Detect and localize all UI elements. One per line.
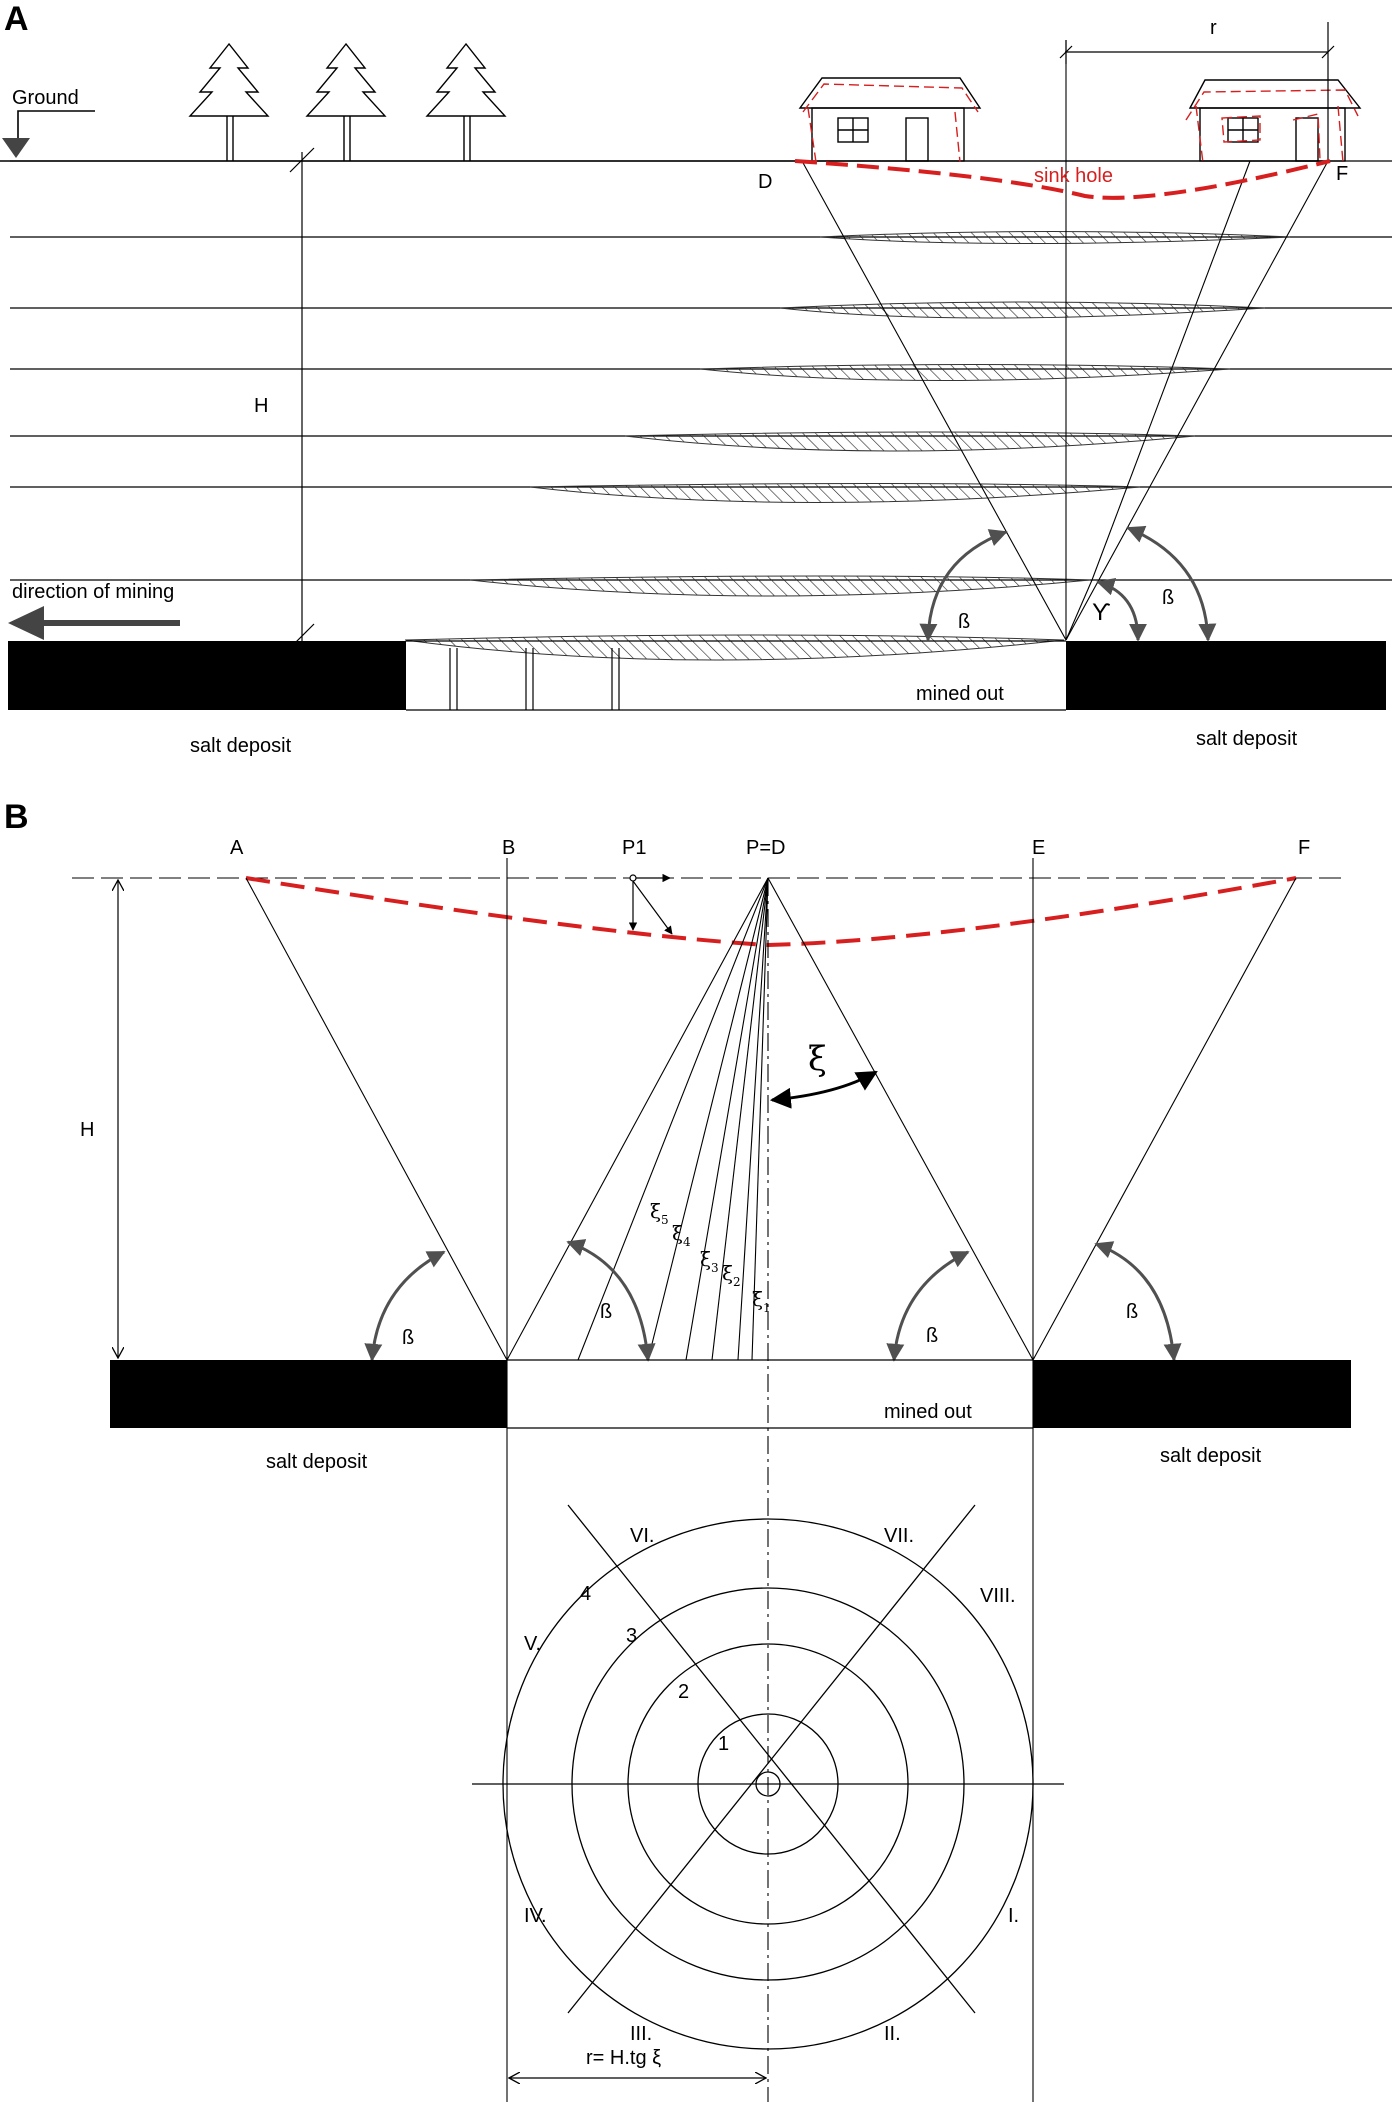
beta-label-b1: ß [402,1327,414,1349]
svg-text:ξ2: ξ2 [722,1261,741,1289]
gamma-label: ϒ [1092,599,1111,626]
tree-icon [305,42,387,161]
sector-label-iii: III. [630,2023,652,2045]
point-pd-label: P=D [746,837,785,859]
ground-marker-icon [2,110,95,158]
point-e-label: E [1032,837,1045,859]
h-label: H [254,395,268,417]
sinkhole-curve [794,159,1331,200]
house-right-icon [1185,79,1362,164]
beta-label-b3: ß [926,1325,938,1347]
beta-arc-left [919,529,1008,642]
beta-label-left: ß [958,611,970,633]
beta-arc-right [1126,525,1217,642]
sector-label-viii: VIII. [980,1585,1016,1607]
subsidence-lenses [404,231,1291,661]
beta-label-b4: ß [1126,1301,1138,1323]
tree-icon [188,42,270,161]
construction-lines-b [245,858,1297,2102]
svg-text:ξ5: ξ5 [650,1199,669,1227]
ring-label-1: 1 [718,1733,729,1755]
subsidence-curve [245,876,1297,948]
svg-text:ξ1: ξ1 [752,1287,771,1315]
mined-out-label-b: mined out [884,1401,972,1423]
point-a-label: A [230,837,244,859]
sector-label-iv: IV. [524,1905,547,1927]
point-f-label-b: F [1298,837,1310,859]
salt-deposit-left-label-b: salt deposit [266,1451,368,1473]
plan-view-circles [472,1504,1064,2050]
sector-label-ii: II. [884,2023,901,2045]
sector-label-vii: VII. [884,1525,914,1547]
salt-deposit-left-b [110,1360,507,1428]
tree-icon [425,42,507,161]
xi-label: ξ [808,1039,827,1079]
r-label: r [1210,17,1217,39]
mined-out-label: mined out [916,683,1004,705]
direction-arrow-icon [8,606,180,640]
r-dimension [1059,22,1335,161]
beta-arc-b1 [364,1250,446,1362]
salt-deposit-left [8,641,406,710]
formula-label: r= H.tg ξ [586,2047,661,2069]
ring-label-2: 2 [678,1681,689,1703]
svg-text:ξ4: ξ4 [672,1221,691,1249]
sector-label-vi: VI. [630,1525,654,1547]
ring-label-3: 3 [626,1625,637,1647]
panel-a-label: A [4,0,29,38]
xi-arc [769,1070,878,1109]
svg-text:ξ3: ξ3 [700,1247,719,1275]
salt-deposit-left-label: salt deposit [190,735,292,757]
sector-label-i: I. [1008,1905,1019,1927]
beta-label-right: ß [1162,587,1174,609]
mined-out-area-b [507,1359,1033,1429]
panel-a: A Ground [0,0,1392,757]
ring-label-4: 4 [580,1583,591,1605]
salt-deposit-right-label: salt deposit [1196,728,1298,750]
panel-b: B A B P1 P=D E F H [4,798,1351,2102]
panel-b-label: B [4,798,29,836]
sector-label-v: V. [524,1633,541,1655]
h-measure-line [289,147,315,649]
point-f-label: F [1336,163,1348,185]
construction-lines [801,40,1329,641]
xi-sub-labels: ξ5 ξ4 ξ3 ξ2 ξ1 [650,1199,771,1315]
salt-deposit-right-label-b: salt deposit [1160,1445,1262,1467]
ground-label: Ground [12,87,79,109]
house-left-icon [798,77,982,163]
point-p1-label: P1 [622,837,646,859]
h-label-b: H [80,1119,94,1141]
salt-deposit-right [1066,641,1386,710]
beta-label-b2: ß [600,1301,612,1323]
point-b-label: B [502,837,515,859]
p1-vectors [628,873,673,935]
beta-arc-b2 [566,1239,656,1362]
salt-deposit-right-b [1033,1360,1351,1428]
sinkhole-label: sink hole [1034,165,1113,187]
beta-arc-b3 [886,1250,970,1362]
direction-label: direction of mining [12,581,174,603]
point-d-label: D [758,171,772,193]
beta-arc-b4 [1094,1241,1182,1362]
